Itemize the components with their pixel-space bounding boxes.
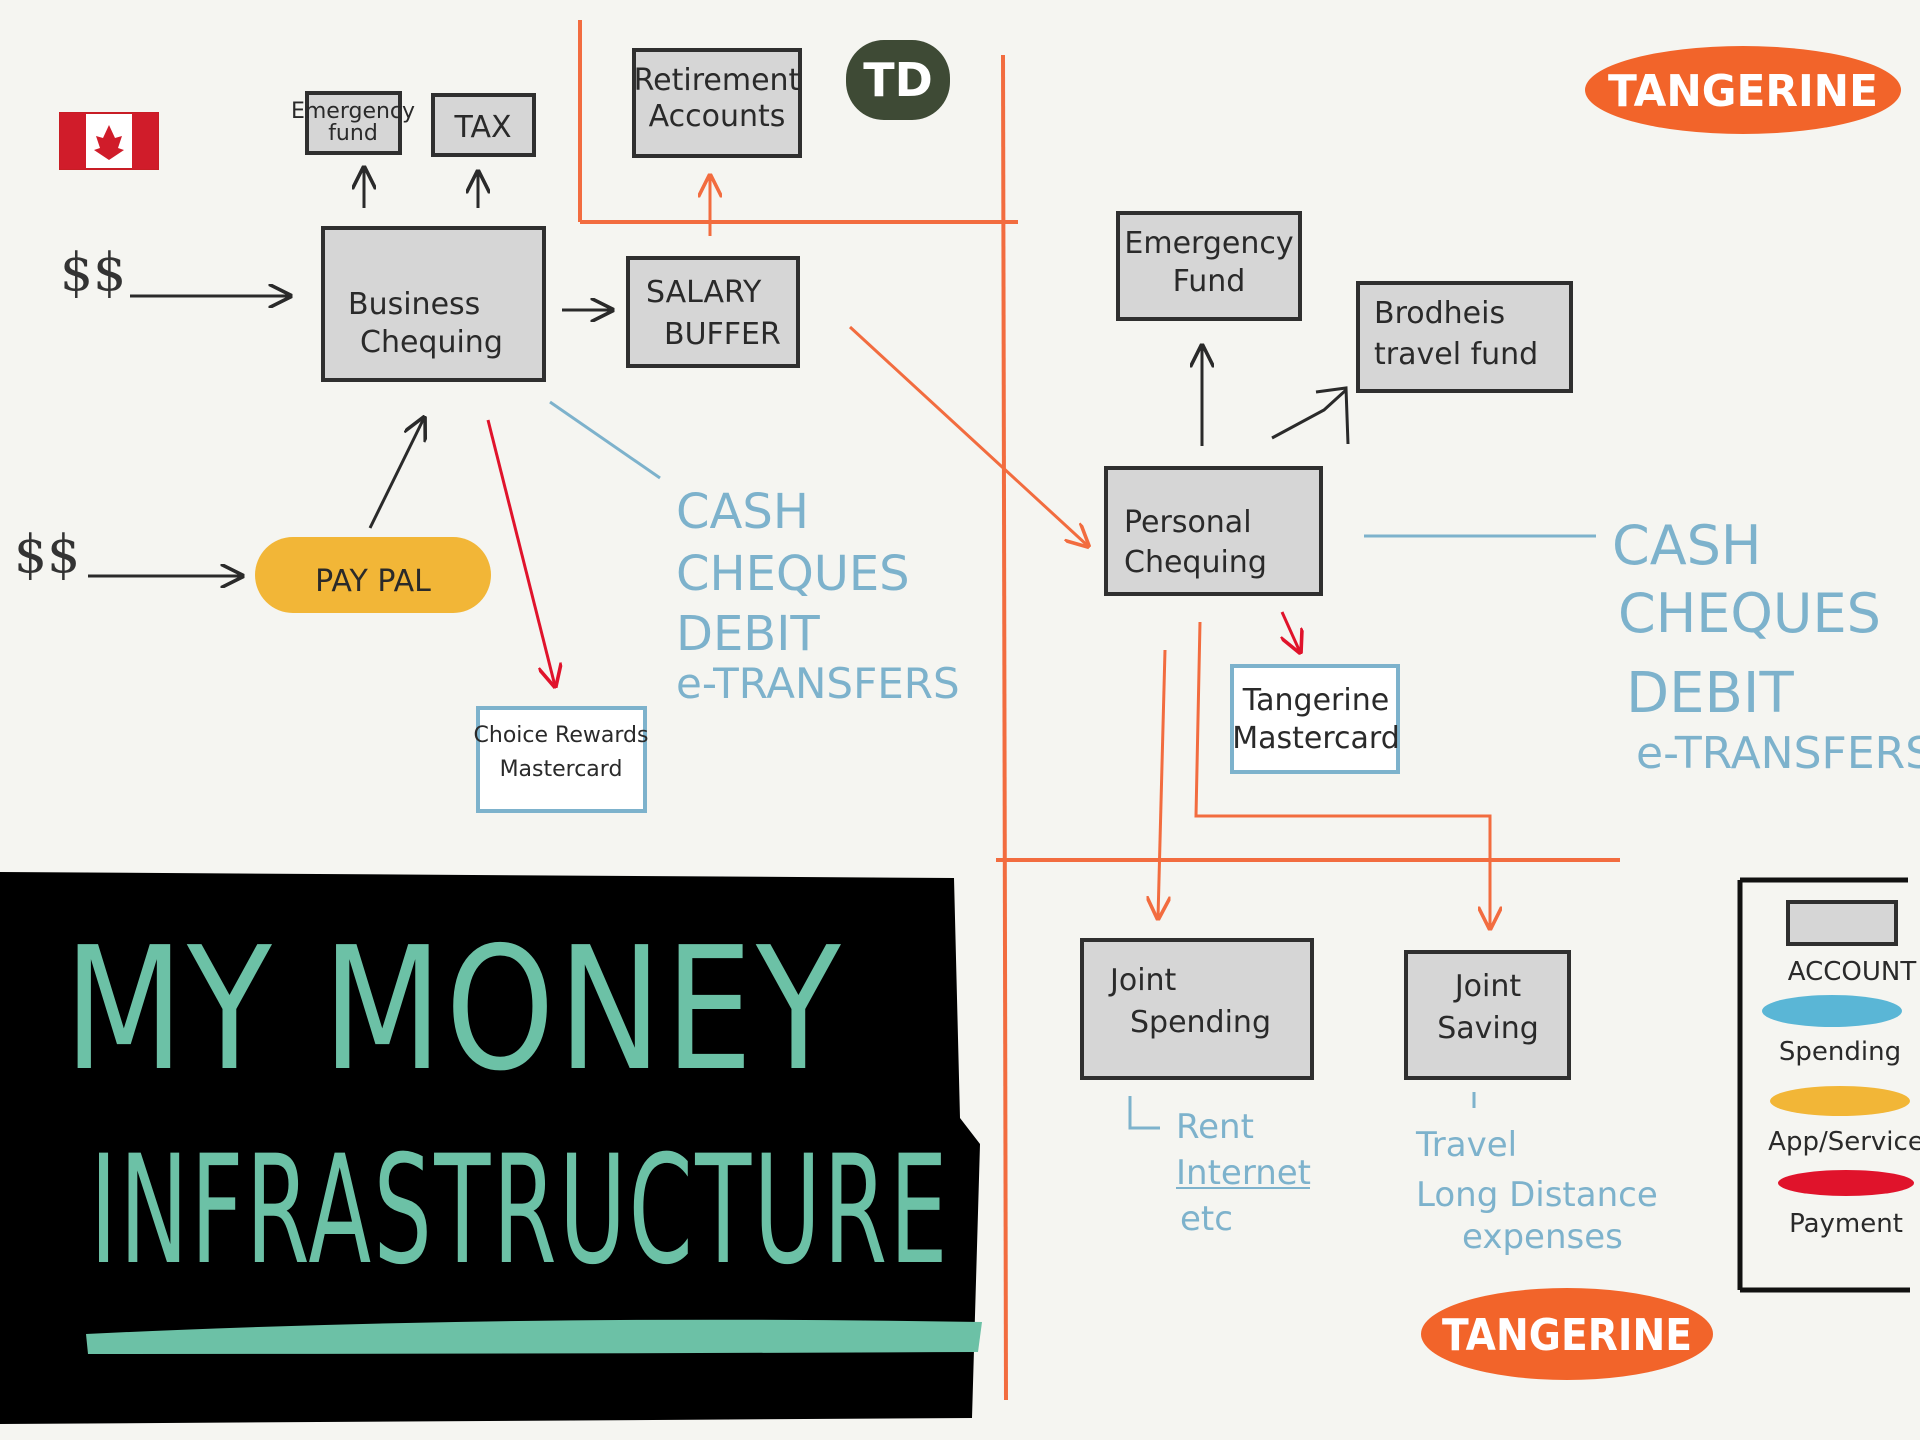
personal-payment-methods: CASH CHEQUES DEBIT e-TRANSFERS [1612, 514, 1920, 779]
business-method-debit: DEBIT [676, 606, 820, 662]
tangerine-card-line2: Mastercard [1232, 721, 1400, 756]
business-chequing-box: Business Chequing [321, 226, 546, 382]
title-line2: INFRASTRUCTURE [90, 1124, 950, 1298]
joint-saving-notes: Travel Long Distance expenses [1415, 1092, 1658, 1257]
travel-fund-line2: travel fund [1374, 337, 1538, 372]
salary-buffer-line1: SALARY [646, 275, 762, 310]
joint-saving-box: Joint Saving [1404, 950, 1571, 1080]
salary-buffer-box: SALARY BUFFER [626, 256, 800, 368]
business-chequing-line2: Chequing [360, 325, 503, 360]
personal-to-joint-saving-arrow [1194, 621, 1490, 928]
legend: ACCOUNT Spending App/Service Payment [1737, 877, 1920, 1293]
legend-spending-swatch [1762, 995, 1902, 1027]
joint-spending-note-rent: Rent [1176, 1107, 1254, 1147]
business-emergency-fund-box: Emergency fund [291, 91, 415, 155]
joint-saving-note-travel: Travel [1415, 1125, 1517, 1165]
canada-flag-icon [59, 112, 159, 170]
personal-method-cheques: CHEQUES [1618, 582, 1881, 645]
business-emergency-fund-line1: Emergency [291, 99, 415, 124]
joint-saving-line1: Joint [1453, 969, 1522, 1004]
personal-to-tangerine-card-arrow [1282, 611, 1300, 652]
business-to-choice-card-arrow [486, 419, 555, 686]
legend-account-swatch [1786, 900, 1898, 946]
business-method-cash: CASH [676, 484, 809, 540]
business-method-cheques: CHEQUES [676, 546, 910, 602]
personal-flow-arrows [1202, 346, 1350, 446]
retirement-accounts-line1: Retirement [634, 63, 801, 98]
joint-spending-line1: Joint [1108, 963, 1177, 998]
title-underline [86, 1319, 982, 1354]
business-spending-line [549, 400, 661, 480]
td-logo-text: TD [863, 53, 933, 107]
paypal-to-business-arrow [368, 418, 424, 529]
tangerine-logo-top-text: TANGERINE [1608, 66, 1878, 117]
tangerine-divider-vertical [1001, 54, 1008, 1401]
paypal-label: PAY PAL [315, 564, 431, 599]
legend-app-service-swatch [1770, 1086, 1910, 1116]
legend-account-label: ACCOUNT [1788, 957, 1917, 987]
tangerine-mastercard-box: Tangerine Mastercard [1230, 664, 1400, 774]
personal-chequing-line2: Chequing [1124, 545, 1267, 580]
joint-saving-note-long-distance: Long Distance [1416, 1175, 1658, 1215]
joint-spending-notes: Rent Internet etc [1128, 1096, 1311, 1239]
joint-saving-note-expenses: expenses [1462, 1217, 1623, 1257]
choice-card-line2: Mastercard [500, 757, 623, 782]
joint-spending-note-internet: Internet [1176, 1153, 1311, 1193]
personal-emergency-fund-line2: Fund [1173, 264, 1246, 299]
title-line1: MY MONEY [64, 911, 844, 1109]
business-emergency-fund-line2: fund [328, 121, 378, 146]
business-method-etransfers: e-TRANSFERS [676, 659, 960, 708]
title-block: MY MONEY INFRASTRUCTURE [0, 872, 982, 1424]
income-symbol-top: $$ [60, 243, 126, 303]
joint-transfer-arrows [1158, 621, 1490, 928]
personal-chequing-box: Personal Chequing [1104, 466, 1323, 596]
tax-label: TAX [453, 110, 511, 145]
joint-spending-box: Joint Spending [1080, 938, 1314, 1080]
personal-method-debit: DEBIT [1626, 661, 1794, 726]
tangerine-logo-bottom-text: TANGERINE [1442, 1310, 1692, 1361]
personal-emergency-fund-box: Emergency Fund [1116, 211, 1302, 321]
joint-spending-note-etc: etc [1180, 1199, 1233, 1239]
tax-box: TAX [431, 93, 536, 157]
business-payment-methods: CASH CHEQUES DEBIT e-TRANSFERS [676, 484, 960, 708]
title-background [0, 872, 980, 1424]
legend-spending-label: Spending [1779, 1037, 1901, 1067]
personal-to-travel-hook [1315, 386, 1350, 445]
personal-chequing-line1: Personal [1124, 505, 1252, 540]
business-chequing-line1: Business [348, 287, 480, 322]
legend-payment-swatch [1778, 1170, 1914, 1196]
personal-method-etransfers: e-TRANSFERS [1636, 728, 1920, 779]
choice-card-line1: Choice Rewards [474, 723, 649, 748]
personal-method-cash: CASH [1612, 514, 1762, 577]
paypal-service: PAY PAL [255, 537, 491, 613]
td-logo: TD [846, 40, 950, 120]
personal-to-joint-spending-arrow [1158, 649, 1165, 918]
salary-to-personal-arrow [848, 325, 1088, 546]
personal-to-travel-line [1271, 388, 1348, 440]
tangerine-card-line1: Tangerine [1242, 683, 1389, 718]
tangerine-logo-bottom: TANGERINE [1421, 1288, 1713, 1380]
tangerine-logo-top: TANGERINE [1585, 46, 1901, 134]
legend-payment-label: Payment [1789, 1209, 1903, 1239]
travel-fund-line1: Brodheis [1374, 296, 1505, 331]
joint-spending-note-bracket [1128, 1096, 1160, 1130]
joint-saving-line2: Saving [1437, 1011, 1539, 1046]
retirement-accounts-line2: Accounts [649, 99, 786, 134]
bank-dividers [578, 20, 1620, 1401]
business-flow-arrows [88, 168, 612, 576]
joint-spending-line2: Spending [1130, 1005, 1271, 1040]
travel-fund-box: Brodheis travel fund [1356, 281, 1573, 393]
salary-buffer-line2: BUFFER [664, 317, 781, 352]
choice-rewards-mastercard-box: Choice Rewards Mastercard [474, 706, 649, 813]
income-symbol-bottom: $$ [14, 525, 80, 585]
retirement-accounts-box: Retirement Accounts [632, 48, 802, 158]
personal-emergency-fund-line1: Emergency [1124, 226, 1293, 261]
legend-app-service-label: App/Service [1768, 1127, 1920, 1157]
